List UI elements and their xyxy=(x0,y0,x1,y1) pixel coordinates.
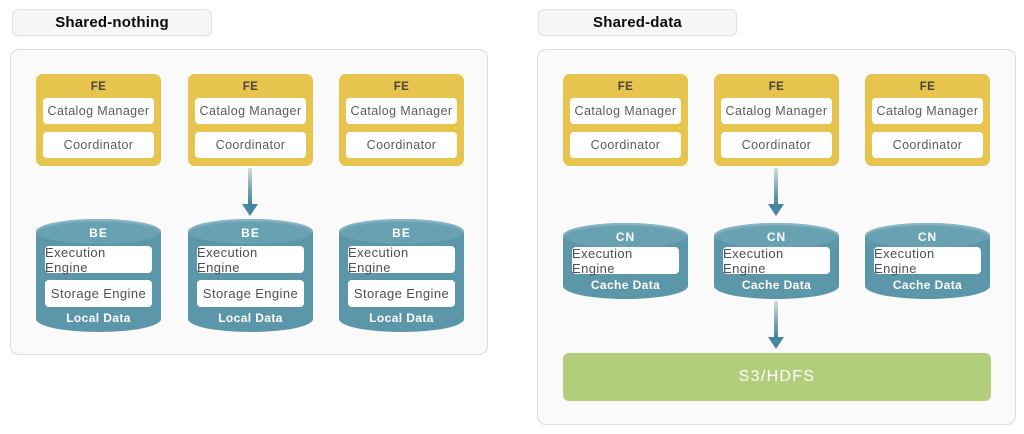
coordinator-box: Coordinator xyxy=(346,132,457,158)
fe-node: FE Catalog Manager Coordinator xyxy=(188,74,313,166)
catalog-manager-box: Catalog Manager xyxy=(570,98,681,124)
cylinder-lid xyxy=(563,223,688,248)
arrow-line xyxy=(248,168,252,204)
coordinator-box: Coordinator xyxy=(570,132,681,158)
coordinator-box: Coordinator xyxy=(721,132,832,158)
cn-node-label: CN xyxy=(766,230,787,244)
execution-engine-box: Execution Engine xyxy=(723,246,830,276)
coordinator-box: Coordinator xyxy=(872,132,983,158)
shared-data-panel: FE Catalog Manager Coordinator FE Catalo… xyxy=(537,49,1016,425)
cylinder-lid xyxy=(339,219,464,244)
fe-node: FE Catalog Manager Coordinator xyxy=(36,74,161,166)
local-data-label: Local Data xyxy=(66,311,131,325)
execution-engine-box: Execution Engine xyxy=(572,246,679,276)
fe-node-label: FE xyxy=(90,81,107,93)
arrow-head-icon xyxy=(242,204,258,216)
be-node-label: BE xyxy=(89,226,108,240)
fe-node: FE Catalog Manager Coordinator xyxy=(714,74,839,166)
cache-data-label: Cache Data xyxy=(741,278,812,292)
cn-node-label: CN xyxy=(917,230,938,244)
arrow-line xyxy=(774,301,778,337)
cn-node: CN Execution Engine Cache Data xyxy=(714,223,839,299)
catalog-manager-box: Catalog Manager xyxy=(43,98,154,124)
fe-node-label: FE xyxy=(242,81,259,93)
execution-engine-box: Execution Engine xyxy=(45,245,152,275)
arrow-head-icon xyxy=(768,337,784,349)
cylinder-lid xyxy=(714,223,839,248)
cache-data-label: Cache Data xyxy=(590,278,661,292)
arrow-head-icon xyxy=(768,204,784,216)
fe-node: FE Catalog Manager Coordinator xyxy=(563,74,688,166)
shared-data-title: Shared-data xyxy=(593,14,682,31)
cylinder-lid xyxy=(188,219,313,244)
catalog-manager-box: Catalog Manager xyxy=(346,98,457,124)
arrow-line xyxy=(774,168,778,204)
be-node: BE Execution Engine Storage Engine Local… xyxy=(188,219,313,332)
shared-nothing-panel: FE Catalog Manager Coordinator FE Catalo… xyxy=(10,49,488,355)
be-node-label: BE xyxy=(241,226,260,240)
catalog-manager-box: Catalog Manager xyxy=(721,98,832,124)
cylinder-lid xyxy=(865,223,990,248)
execution-engine-box: Execution Engine xyxy=(197,245,304,275)
local-data-label: Local Data xyxy=(369,311,434,325)
execution-engine-box: Execution Engine xyxy=(348,245,455,275)
fe-node-label: FE xyxy=(919,81,936,93)
fe-node-label: FE xyxy=(617,81,634,93)
cn-node: CN Execution Engine Cache Data xyxy=(563,223,688,299)
shared-nothing-title-box: Shared-nothing xyxy=(12,9,212,36)
execution-engine-box: Execution Engine xyxy=(874,246,981,276)
catalog-manager-box: Catalog Manager xyxy=(195,98,306,124)
cn-to-storage-arrow xyxy=(768,301,784,349)
be-node: BE Execution Engine Storage Engine Local… xyxy=(339,219,464,332)
fe-node-label: FE xyxy=(768,81,785,93)
storage-engine-box: Storage Engine xyxy=(45,280,152,307)
storage-engine-box: Storage Engine xyxy=(197,280,304,307)
fe-node-label: FE xyxy=(393,81,410,93)
cylinder-lid xyxy=(36,219,161,244)
cn-node-label: CN xyxy=(615,230,636,244)
fe-node: FE Catalog Manager Coordinator xyxy=(339,74,464,166)
storage-engine-box: Storage Engine xyxy=(348,280,455,307)
cache-data-label: Cache Data xyxy=(892,278,963,292)
shared-data-title-box: Shared-data xyxy=(538,9,737,36)
shared-nothing-title: Shared-nothing xyxy=(55,14,169,31)
fe-to-be-arrow xyxy=(242,168,258,216)
cn-node: CN Execution Engine Cache Data xyxy=(865,223,990,299)
coordinator-box: Coordinator xyxy=(195,132,306,158)
catalog-manager-box: Catalog Manager xyxy=(872,98,983,124)
local-data-label: Local Data xyxy=(218,311,283,325)
fe-to-cn-arrow xyxy=(768,168,784,216)
shared-storage-box: S3/HDFS xyxy=(563,353,991,401)
coordinator-box: Coordinator xyxy=(43,132,154,158)
be-node: BE Execution Engine Storage Engine Local… xyxy=(36,219,161,332)
fe-node: FE Catalog Manager Coordinator xyxy=(865,74,990,166)
be-node-label: BE xyxy=(392,226,411,240)
